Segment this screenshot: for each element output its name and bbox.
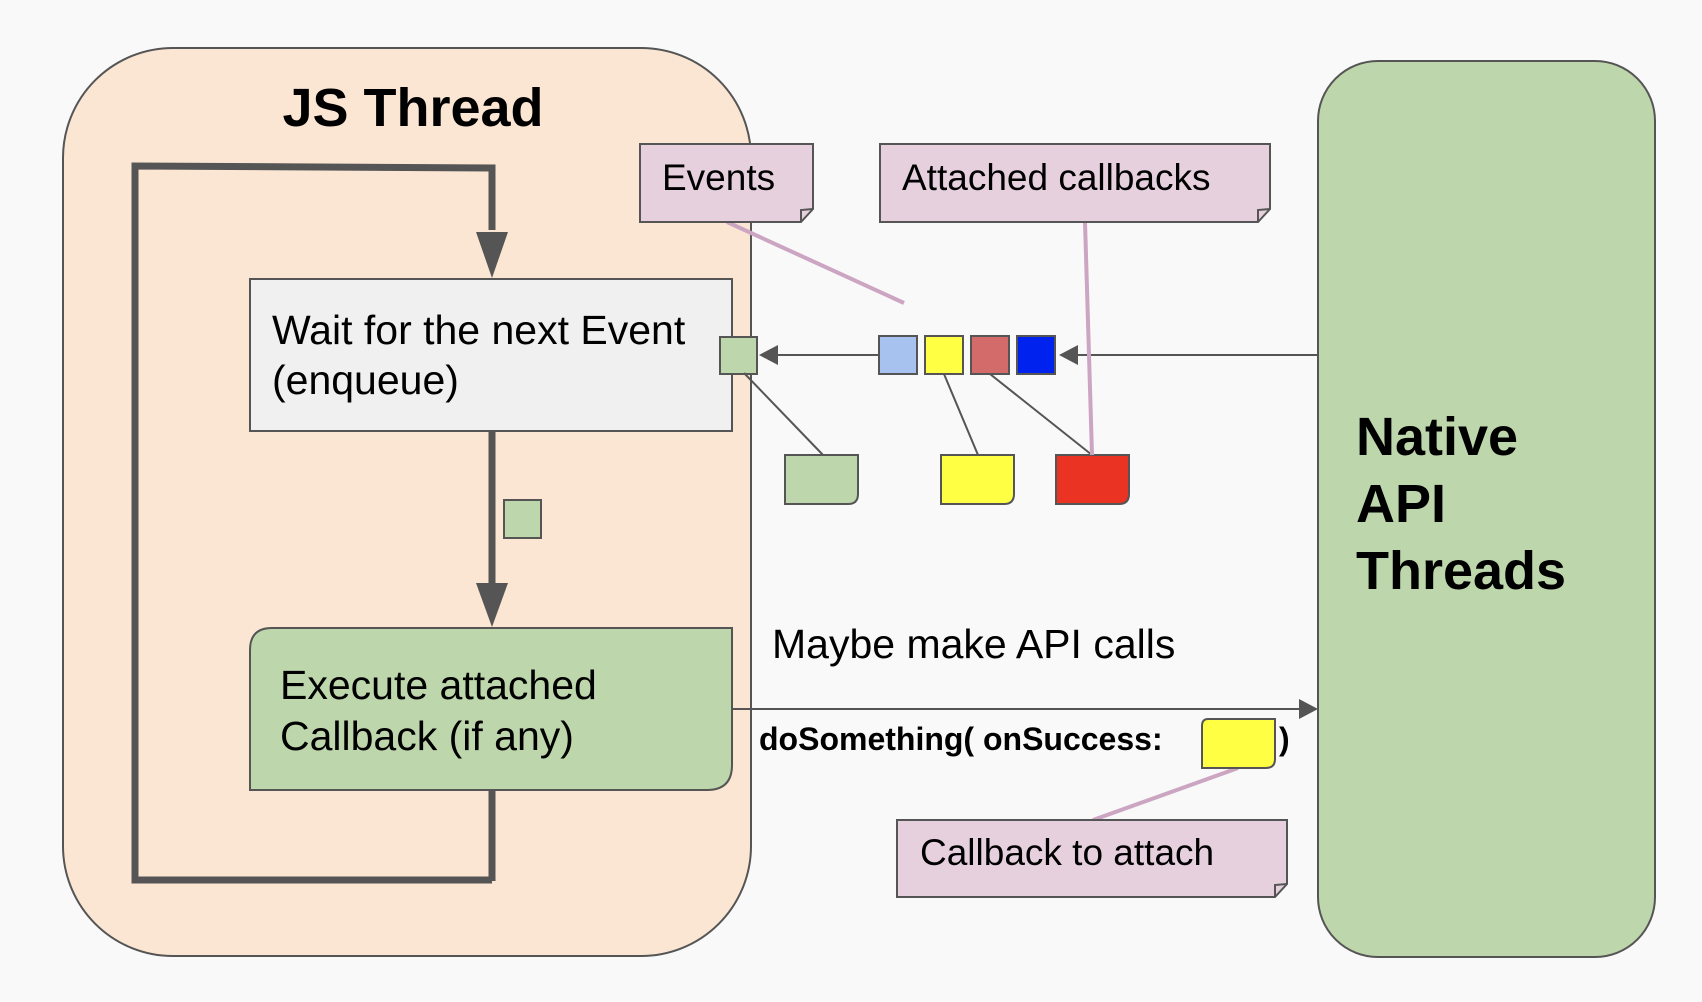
native-api-threads-panel [1317, 60, 1656, 958]
exec-callback-line2: Callback (if any) [280, 713, 574, 759]
attached-callbacks-note-text: Attached callbacks [902, 157, 1211, 198]
exec-callback-line1: Execute attached [280, 662, 597, 708]
callback-to-attach-note-connector [1092, 766, 1239, 822]
dequeued-event-green [719, 336, 758, 375]
wait-event-line2: (enqueue) [272, 357, 459, 403]
native-title-line3: Threads [1356, 541, 1566, 601]
callback-to-attach-note [896, 819, 1288, 898]
events-note [639, 143, 814, 223]
callback-to-attach-note-fold [1274, 883, 1288, 897]
wait-event-line1: Wait for the next Event [272, 307, 686, 353]
events-note-connector [726, 220, 905, 305]
wait-event-box [249, 278, 733, 432]
js-thread-title: JS Thread [282, 78, 543, 138]
events-note-fold [800, 208, 814, 222]
callback-red [1055, 454, 1130, 505]
queued-event-blue [1016, 335, 1056, 375]
attached-callbacks-note-fold [1257, 208, 1271, 222]
queued-event-yellow [924, 335, 964, 375]
queued-event-light-blue [878, 335, 918, 375]
connector-yellow-to-callback [943, 373, 979, 456]
events-note-text: Events [662, 157, 775, 198]
exec-callback-box [249, 627, 733, 791]
loop-arrowhead-down [476, 232, 508, 278]
exec-arrowhead-down [476, 583, 508, 627]
connector-red-to-callback [989, 373, 1093, 456]
queued-event-dusty-red [970, 335, 1010, 375]
api-call-code: doSomething( onSuccess: [759, 721, 1163, 757]
native-title-line1: Native [1356, 407, 1518, 467]
connector-green-to-callback [743, 372, 824, 456]
callback-to-attach-yellow [1201, 718, 1276, 769]
callback-green [784, 454, 859, 505]
api-call-code-close: ) [1279, 721, 1290, 757]
event-in-transit [503, 499, 542, 539]
native-title-line2: API [1356, 474, 1446, 534]
callback-to-attach-note-text: Callback to attach [920, 832, 1214, 873]
queue-arrowhead-js [759, 345, 778, 365]
api-call-arrowhead [1299, 699, 1318, 719]
callback-yellow [940, 454, 1015, 505]
queue-arrowhead-native [1059, 345, 1078, 365]
attached-callbacks-note [879, 143, 1271, 223]
attached-callbacks-note-connector [1083, 221, 1094, 456]
api-call-caption: Maybe make API calls [772, 621, 1175, 667]
